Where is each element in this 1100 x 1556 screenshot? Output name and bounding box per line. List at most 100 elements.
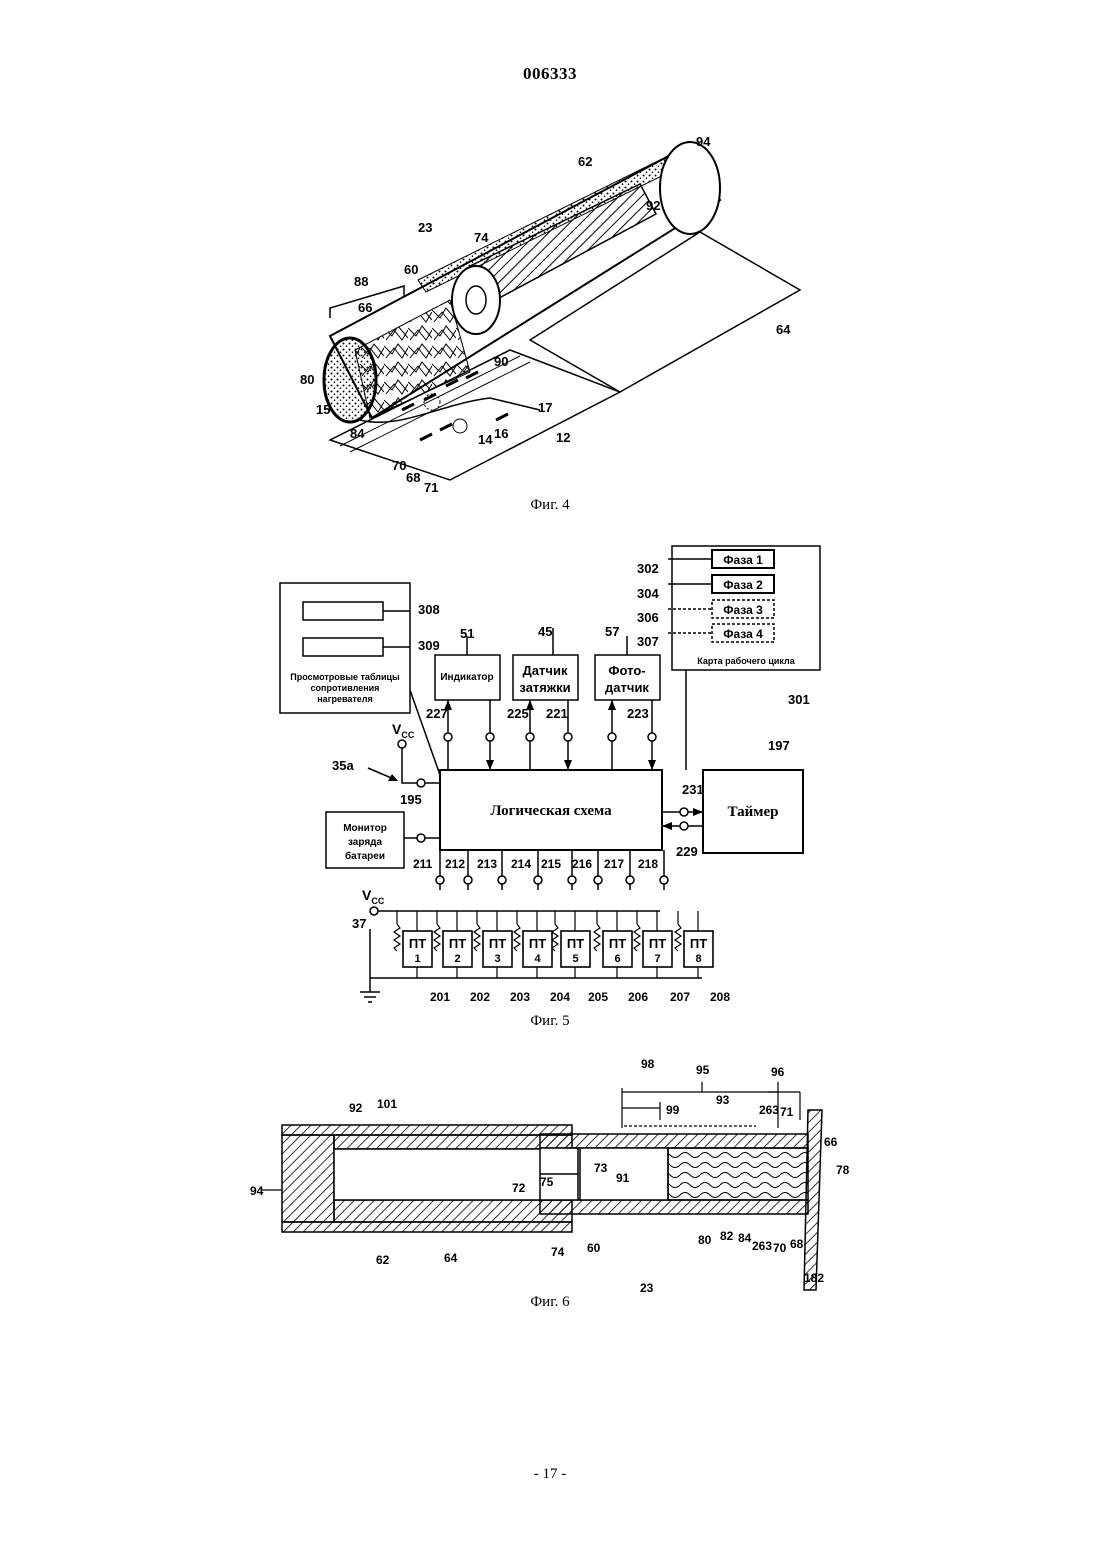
fig6-label-82: 82 bbox=[720, 1229, 734, 1243]
fet-ref-label: 202 bbox=[470, 990, 490, 1004]
phase-2-label: Фаза 2 bbox=[723, 578, 763, 592]
fet-label: ПТ bbox=[529, 936, 546, 951]
figure-4-drawing: 62 94 23 92 74 88 60 66 64 90 80 15 17 8… bbox=[260, 120, 820, 500]
fet-label: ПТ bbox=[489, 936, 506, 951]
fig4-label-74: 74 bbox=[474, 230, 489, 245]
fet-block: ПТ1 bbox=[394, 911, 432, 978]
fig4-label-15: 15 bbox=[316, 402, 330, 417]
figure-6-drawing: 98 95 96 92 101 99 93 263 71 66 78 94 72… bbox=[245, 1055, 855, 1295]
fig4-label-68: 68 bbox=[406, 470, 420, 485]
fig6-label-95: 95 bbox=[696, 1063, 710, 1077]
document-number: 006333 bbox=[0, 64, 1100, 84]
fet-number: 4 bbox=[534, 953, 541, 965]
fig5-label-307: 307 bbox=[637, 634, 659, 649]
fig4-label-90: 90 bbox=[494, 354, 508, 369]
fig6-label-72: 72 bbox=[512, 1181, 526, 1195]
page-number: - 17 - bbox=[0, 1466, 1100, 1483]
fet-block: ПТ 3 bbox=[474, 911, 512, 978]
fig5-label-51: 51 bbox=[460, 626, 474, 641]
indicator-box-label: Индикатор bbox=[440, 672, 493, 683]
fig6-label-62: 62 bbox=[376, 1253, 390, 1267]
fig4-label-80: 80 bbox=[300, 372, 314, 387]
fig6-label-70: 70 bbox=[773, 1241, 787, 1255]
tap-label: 217 bbox=[604, 857, 624, 871]
fig5-label-221: 221 bbox=[546, 706, 568, 721]
tap-label: 213 bbox=[477, 857, 497, 871]
fig4-label-64: 64 bbox=[776, 322, 791, 337]
fet-number: 5 bbox=[572, 953, 578, 965]
fig5-label-227: 227 bbox=[426, 706, 448, 721]
figure-6-caption: Фиг. 6 bbox=[0, 1294, 1100, 1311]
fig6-label-74: 74 bbox=[551, 1245, 565, 1259]
tap-label: 215 bbox=[541, 857, 561, 871]
fig6-label-91: 91 bbox=[616, 1171, 630, 1185]
fet-ref-label: 206 bbox=[628, 990, 648, 1004]
fet-ref-label: 204 bbox=[550, 990, 570, 1004]
fig5-label-223: 223 bbox=[627, 706, 649, 721]
fig6-label-71: 71 bbox=[780, 1105, 794, 1119]
fig6-label-80: 80 bbox=[698, 1233, 712, 1247]
fet-ref-label: 207 bbox=[670, 990, 690, 1004]
fig4-label-71: 71 bbox=[424, 480, 438, 495]
fet-label: ПТ bbox=[409, 936, 426, 951]
fig6-label-263-top: 263 bbox=[759, 1103, 779, 1117]
phase-3-label: Фаза 3 bbox=[723, 603, 763, 617]
timer-label: Таймер bbox=[728, 804, 779, 820]
fig4-label-23: 23 bbox=[418, 220, 432, 235]
vcc-bottom-label: VCC bbox=[362, 887, 385, 906]
fig4-label-62: 62 bbox=[578, 154, 592, 169]
fig6-label-64: 64 bbox=[444, 1251, 458, 1265]
fig6-label-182: 182 bbox=[804, 1271, 824, 1285]
fet-number: 3 bbox=[494, 953, 500, 965]
fig4-end-cap-94 bbox=[660, 142, 720, 234]
fet-block: ПТ5 bbox=[552, 911, 590, 978]
battery-monitor-line-1: Монитор bbox=[343, 823, 387, 834]
fet-ref-label: 203 bbox=[510, 990, 530, 1004]
fig4-label-14: 14 bbox=[478, 432, 493, 447]
fig6-label-84: 84 bbox=[738, 1231, 752, 1245]
lookup-table-line-2: сопротивления bbox=[311, 683, 380, 693]
puff-sensor-line-1: Датчик bbox=[523, 663, 568, 678]
fig5-label-37: 37 bbox=[352, 916, 366, 931]
fig6-label-23: 23 bbox=[640, 1281, 654, 1295]
fig6-label-68: 68 bbox=[790, 1237, 804, 1251]
fig5-label-225: 225 bbox=[507, 706, 529, 721]
fig4-label-16: 16 bbox=[494, 426, 508, 441]
tap-label: 211 bbox=[413, 857, 433, 871]
fet-number: 8 bbox=[695, 953, 701, 965]
fet-block: ПТ7 bbox=[634, 911, 672, 978]
tap-label: 214 bbox=[511, 857, 531, 871]
figure-4-caption: Фиг. 4 bbox=[0, 497, 1100, 514]
tap-label: 218 bbox=[638, 857, 658, 871]
vcc-top-label: VCC bbox=[392, 721, 415, 740]
fet-block: ПТ2 bbox=[434, 911, 472, 978]
fig5-label-45: 45 bbox=[538, 624, 552, 639]
fet-label: ПТ bbox=[690, 936, 707, 951]
fet-label: ПТ bbox=[649, 936, 666, 951]
fig5-label-301: 301 bbox=[788, 692, 810, 707]
figure-5-drawing: ПТ1ПТ2ПТ3ПТ4ПТ5ПТ6ПТ7ПТ8 Просмотровые та… bbox=[270, 540, 830, 1015]
puff-sensor-line-2: затяжки bbox=[519, 680, 570, 695]
fig4-front-face-80 bbox=[324, 338, 376, 422]
fig5-label-57: 57 bbox=[605, 624, 619, 639]
fet-block: ПТ 8 bbox=[675, 911, 713, 978]
battery-monitor-line-2: заряда bbox=[348, 837, 383, 848]
photo-sensor-line-2: датчик bbox=[605, 680, 649, 695]
fig6-label-99: 99 bbox=[666, 1103, 680, 1117]
phase-4-label: Фаза 4 bbox=[723, 627, 763, 641]
fet-block: ПТ6 bbox=[594, 911, 632, 978]
fig4-label-66: 66 bbox=[358, 300, 372, 315]
fig4-label-88: 88 bbox=[354, 274, 368, 289]
fig5-label-308: 308 bbox=[418, 602, 440, 617]
fig5-label-197: 197 bbox=[768, 738, 790, 753]
fig4-label-12: 12 bbox=[556, 430, 570, 445]
fig6-label-92: 92 bbox=[349, 1101, 363, 1115]
fet-number: 2 bbox=[454, 953, 460, 965]
lookup-table-line-1: Просмотровые таблицы bbox=[290, 672, 400, 682]
fig6-label-96: 96 bbox=[771, 1065, 785, 1079]
fet-label: ПТ bbox=[609, 936, 626, 951]
fet-ref-label: 205 bbox=[588, 990, 608, 1004]
fig4-label-94: 94 bbox=[696, 134, 711, 149]
phase-1-label: Фаза 1 bbox=[723, 553, 763, 567]
fet-array: ПТ1ПТ2ПТ3ПТ4ПТ5ПТ6ПТ7ПТ8 bbox=[394, 911, 713, 978]
